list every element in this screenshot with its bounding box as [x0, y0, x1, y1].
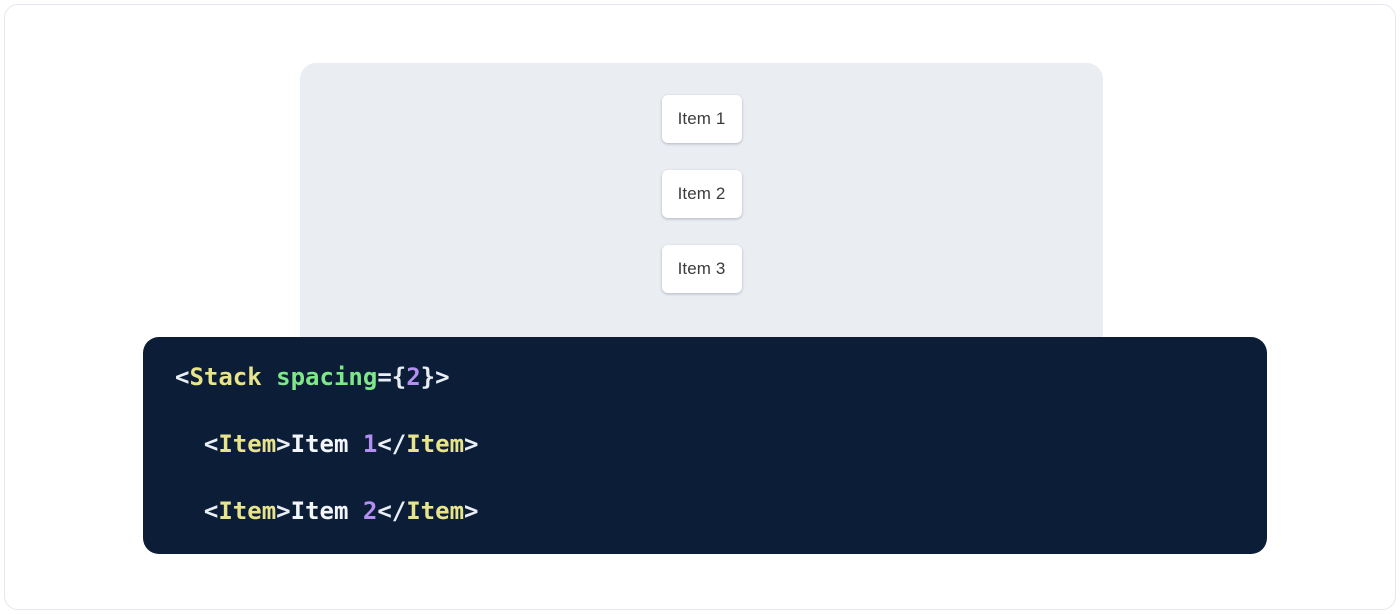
code-token-tag: Item: [218, 430, 277, 458]
stack-item[interactable]: Item 1: [661, 95, 742, 143]
code-line: <Stack spacing={2}>: [175, 361, 1235, 395]
code-snippet-card[interactable]: <Stack spacing={2}> <Item>Item 1</Item> …: [143, 337, 1267, 554]
code-token-attr: spacing: [276, 363, 378, 391]
code-token-punct: >: [464, 497, 479, 525]
code-token-punct: <: [175, 363, 190, 391]
code-token-text: Item: [290, 497, 363, 525]
code-token-num: 1: [362, 430, 378, 458]
code-token-punct: <: [203, 430, 219, 458]
code-token-num: 2: [362, 497, 378, 525]
code-token-punct: }>: [420, 363, 450, 391]
code-token-punct: >: [276, 497, 291, 525]
code-token-punct: >: [276, 430, 291, 458]
code-token-tag: Item: [218, 497, 277, 525]
code-token-num: 2: [406, 363, 421, 391]
stack-item-label: Item 1: [677, 109, 726, 128]
code-token-text: [262, 363, 276, 391]
stack-item-label: Item 3: [677, 259, 726, 278]
stack-item-label: Item 2: [677, 184, 726, 203]
stack-container: Item 1 Item 2 Item 3: [661, 95, 742, 293]
code-token-text: Item: [290, 430, 363, 458]
code-line: <Item>Item 2</Item>: [175, 495, 1235, 529]
code-token-tag: Item: [406, 497, 465, 525]
code-token-punct: </: [377, 430, 407, 458]
code-token-tag: Stack: [189, 363, 262, 391]
stack-item[interactable]: Item 2: [661, 170, 742, 218]
code-token-punct: ={: [377, 363, 407, 391]
stack-item[interactable]: Item 3: [661, 245, 742, 293]
code-line: <Item>Item 1</Item>: [175, 428, 1235, 462]
component-preview-panel: Item 1 Item 2 Item 3: [300, 63, 1103, 353]
code-token-punct: <: [203, 497, 219, 525]
code-token-punct: </: [377, 497, 407, 525]
code-indent: [175, 497, 204, 525]
code-indent: [175, 430, 204, 458]
code-snippet[interactable]: <Stack spacing={2}> <Item>Item 1</Item> …: [175, 361, 1235, 554]
code-token-punct: >: [464, 430, 479, 458]
code-token-tag: Item: [406, 430, 465, 458]
